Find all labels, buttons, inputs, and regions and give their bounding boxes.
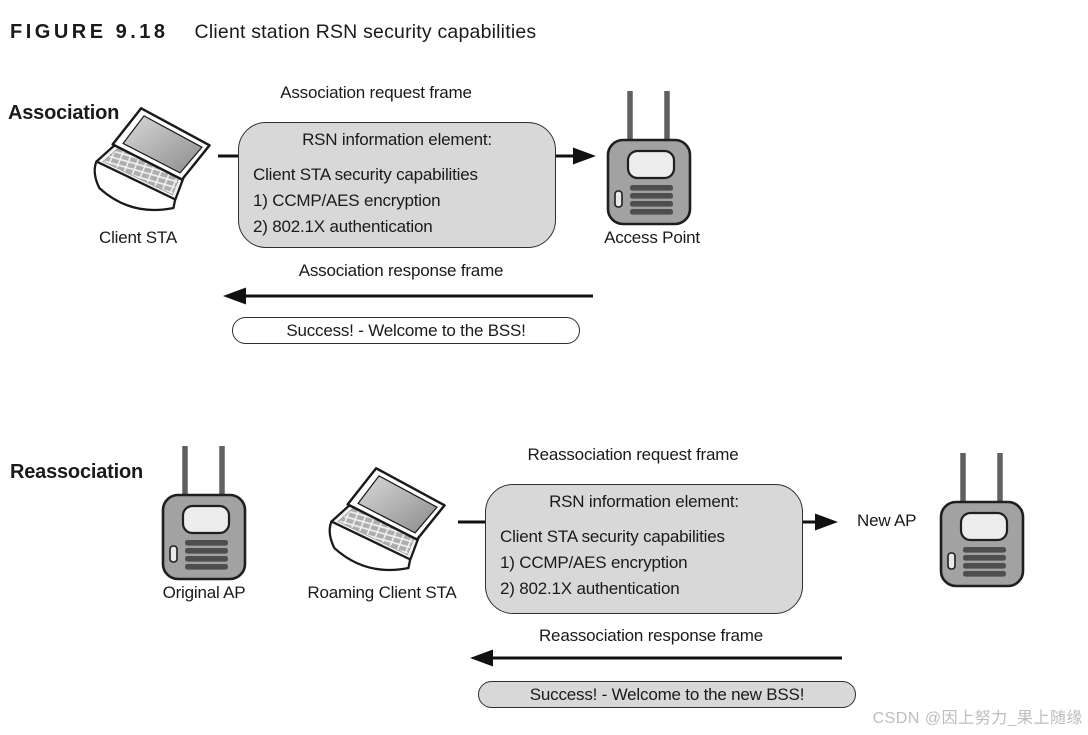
association-success-pill: Success! - Welcome to the BSS! (232, 317, 580, 344)
rsn-box-lines: Client STA security capabilities 1) CCMP… (239, 150, 555, 240)
reassociation-request-label: Reassociation request frame (527, 445, 739, 464)
rsn-capability-line: 2) 802.1X authentication (253, 217, 433, 236)
watermark: CSDN @因上努力_果上随缘 (872, 710, 1083, 727)
rsn-capability-line: Client STA security capabilities (253, 165, 478, 184)
reassociation-response-label: Reassociation response frame (538, 626, 764, 645)
rsn-capability-line: Client STA security capabilities (500, 527, 725, 546)
reassociation-success-pill: Success! - Welcome to the new BSS! (478, 681, 856, 708)
laptop-icon (87, 105, 220, 217)
association-response-label: Association response frame (298, 261, 504, 280)
roaming-client-sta-label: Roaming Client STA (307, 583, 457, 602)
rsn-capability-line: 1) CCMP/AES encryption (500, 553, 688, 572)
reassociation-response-arrow-icon (470, 649, 842, 667)
rsn-info-box-reassociation: RSN information element: Client STA secu… (485, 484, 803, 614)
association-request-label: Association request frame (280, 83, 472, 102)
roaming-laptop-icon (322, 466, 455, 576)
rsn-box-lines: Client STA security capabilities 1) CCMP… (486, 512, 802, 602)
rsn-capability-line: 1) CCMP/AES encryption (253, 191, 441, 210)
reassociation-section-label: Reassociation (10, 461, 144, 483)
original-ap-icon (158, 443, 250, 583)
association-section-label: Association (8, 102, 120, 124)
association-response-arrow-icon (223, 287, 593, 305)
reassociation-success-text: Success! - Welcome to the new BSS! (529, 684, 805, 704)
association-success-text: Success! - Welcome to the BSS! (286, 320, 526, 340)
figure-title: Client station RSN security capabilities (194, 21, 537, 43)
client-sta-label: Client STA (99, 228, 177, 247)
original-ap-label: Original AP (162, 583, 246, 602)
rsn-capability-line: 2) 802.1X authentication (500, 579, 680, 598)
figure-label: FIGURE 9.18 (10, 21, 169, 43)
new-ap-label: New AP (857, 511, 917, 530)
rsn-box-header: RSN information element: (549, 492, 739, 511)
rsn-box-header: RSN information element: (302, 130, 492, 149)
figure-header: FIGURE 9.18 Client station RSN security … (10, 21, 536, 44)
new-ap-icon (936, 450, 1028, 590)
access-point-icon (603, 88, 695, 228)
rsn-info-box-association: RSN information element: Client STA secu… (238, 122, 556, 248)
access-point-label: Access Point (604, 228, 700, 247)
